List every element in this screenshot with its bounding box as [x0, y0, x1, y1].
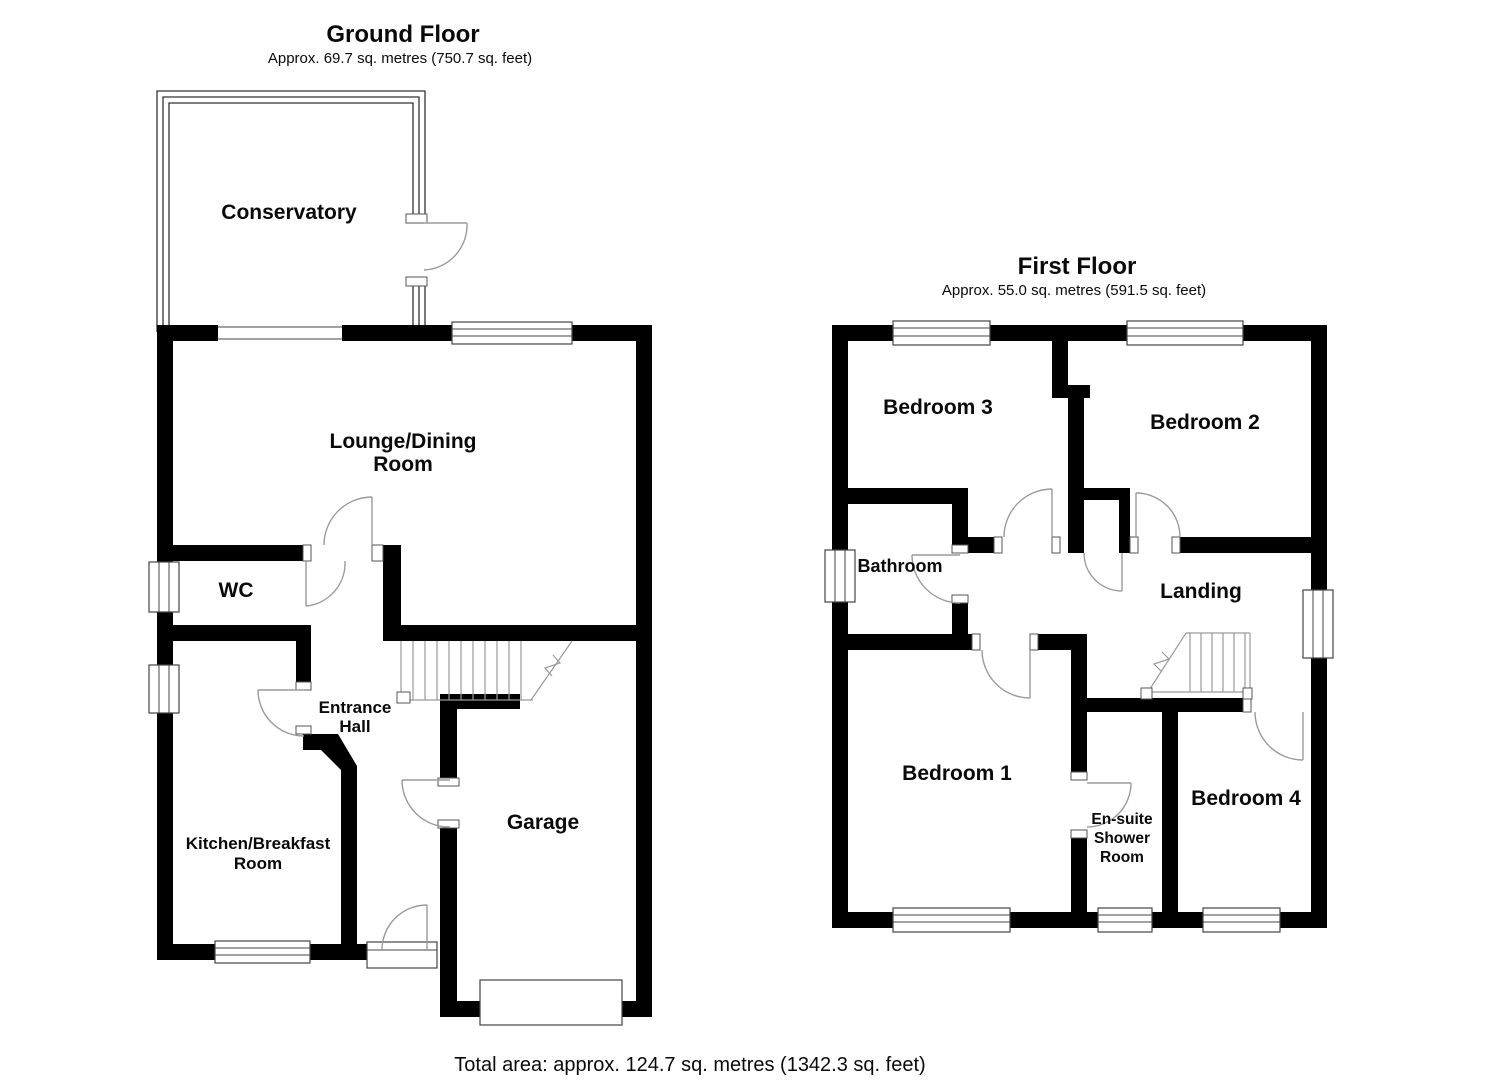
ground-floor-area: Approx. 69.7 sq. metres (750.7 sq. feet) — [268, 50, 532, 67]
garage-internal-door — [401, 779, 451, 828]
cupboard-door — [1083, 552, 1123, 592]
first-floor-plan: First Floor Approx. 55.0 sq. metres (591… — [824, 253, 1334, 933]
staircase-first — [1140, 632, 1253, 700]
kitchen-window — [214, 940, 311, 964]
room-label-kitchen-line2: Room — [234, 854, 282, 873]
room-label-ensuite-line2: Shower — [1094, 830, 1150, 847]
bedroom1-door — [981, 649, 1031, 699]
bedroom3-door — [1003, 488, 1053, 538]
bedroom1-window — [892, 907, 1011, 933]
ground-floor-title: Ground Floor — [326, 21, 479, 48]
first-floor-walls — [832, 325, 1327, 928]
room-label-lounge-line2: Room — [373, 453, 433, 476]
front-door — [381, 904, 428, 951]
room-label-kitchen-line1: Kitchen/Breakfast — [186, 834, 331, 853]
room-label-bedroom4: Bedroom 4 — [1191, 787, 1301, 810]
bedroom3-window — [892, 320, 991, 346]
lounge-window — [451, 321, 573, 345]
landing-window — [1302, 589, 1334, 659]
room-label-landing: Landing — [1160, 580, 1242, 603]
staircase-ground — [396, 640, 573, 704]
room-label-bedroom2: Bedroom 2 — [1150, 411, 1260, 434]
room-label-hall-line2: Hall — [339, 717, 370, 736]
room-label-bathroom: Bathroom — [858, 556, 943, 576]
wc-window — [148, 561, 180, 613]
bedroom2-door — [1135, 492, 1181, 538]
ground-door-jambs — [295, 544, 460, 829]
conservatory-door — [423, 222, 468, 271]
lounge-door — [323, 496, 373, 546]
room-label-lounge-line1: Lounge/Dining — [330, 430, 477, 453]
bedroom4-door — [1254, 711, 1304, 761]
room-label-hall-line1: Entrance — [319, 698, 392, 717]
kitchen-side-window — [148, 664, 180, 714]
bedroom4-window — [1202, 907, 1281, 933]
garage-vehicle-door — [479, 979, 623, 1026]
kitchen-door — [257, 689, 305, 737]
wc-door — [305, 560, 346, 607]
ensuite-window — [1097, 907, 1153, 933]
total-area-text: Total area: approx. 124.7 sq. metres (13… — [454, 1054, 925, 1076]
room-label-ensuite-line1: En-suite — [1091, 811, 1153, 828]
bedroom2-window — [1126, 320, 1244, 346]
room-label-conservatory: Conservatory — [221, 201, 357, 224]
conservatory-walls — [156, 90, 428, 332]
room-label-garage: Garage — [507, 811, 579, 834]
room-label-ensuite-line3: Room — [1100, 849, 1144, 866]
room-label-bedroom1: Bedroom 1 — [902, 762, 1012, 785]
bathroom-window — [824, 549, 856, 603]
ground-floor-walls — [157, 325, 652, 1017]
ground-floor-plan: Ground Floor Approx. 69.7 sq. metres (75… — [148, 21, 652, 1026]
patio-opening — [218, 326, 342, 340]
bathroom-door — [911, 554, 961, 604]
front-door-threshold — [366, 941, 438, 969]
first-door-jambs — [951, 536, 1252, 839]
ensuite-door — [1086, 782, 1132, 828]
first-floor-area: Approx. 55.0 sq. metres (591.5 sq. feet) — [942, 282, 1206, 299]
room-label-bedroom3: Bedroom 3 — [883, 396, 993, 419]
room-label-wc: WC — [219, 579, 254, 602]
first-floor-title: First Floor — [1018, 253, 1137, 280]
